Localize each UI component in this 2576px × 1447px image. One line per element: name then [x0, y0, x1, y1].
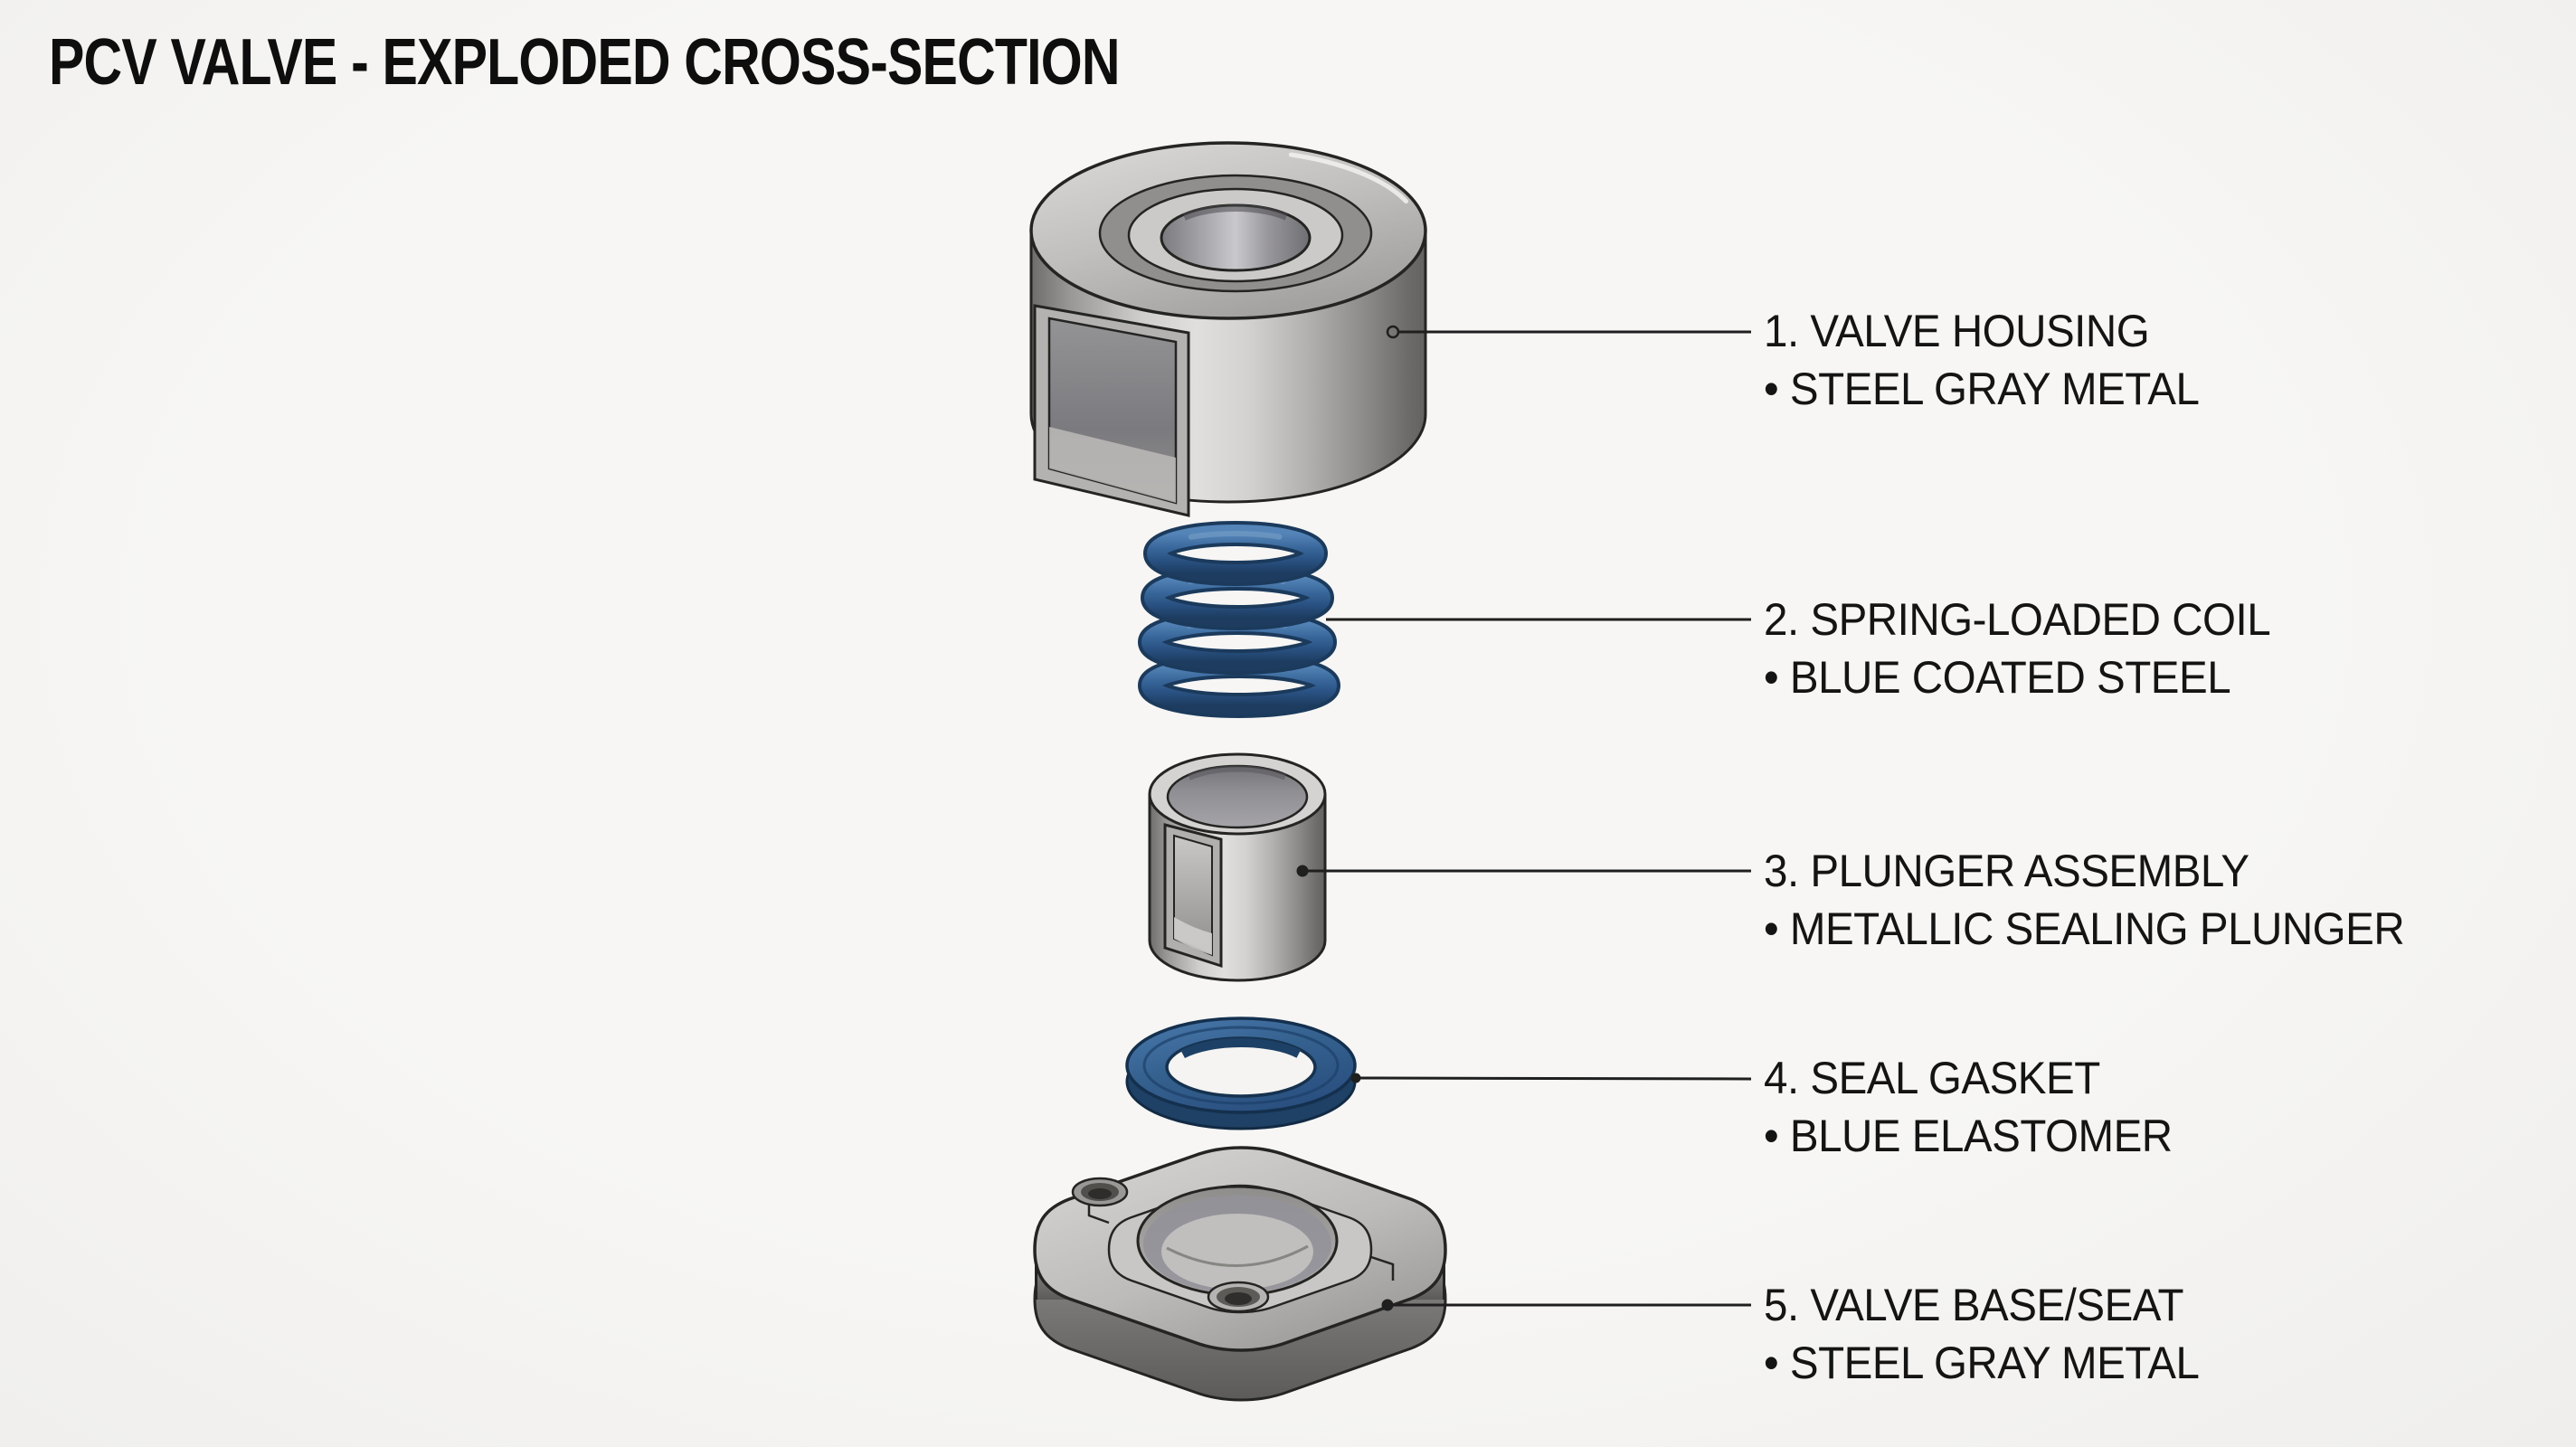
gasket-hole-wall [1164, 1038, 1318, 1103]
part-label-4: 4. SEAL GASKET • BLUE ELASTOMER [1764, 1049, 2173, 1165]
part-label-3: 3. PLUNGER ASSEMBLY • METALLIC SEALING P… [1764, 842, 2405, 958]
valve-housing-illustration [1029, 141, 1427, 517]
leader-dot-3 [1296, 865, 1309, 877]
leader-dot-5 [1381, 1299, 1394, 1311]
plunger-assembly-illustration [1148, 752, 1327, 982]
part-label-2: 2. SPRING-LOADED COIL • BLUE COATED STEE… [1764, 591, 2271, 706]
valve-base-illustration [1033, 1146, 1447, 1402]
plunger-window-floor [1174, 917, 1212, 955]
gasket-groove-ring [1142, 1026, 1340, 1105]
base-rim-step-right [1370, 1255, 1395, 1281]
spring-ring [1143, 521, 1328, 586]
plunger-bore-shadow [1164, 765, 1311, 834]
part-label-material: • STEEL GRAY METAL [1764, 1338, 2200, 1388]
seal-gasket-illustration [1125, 1017, 1357, 1130]
part-label-title: 2. SPRING-LOADED COIL [1764, 594, 2271, 645]
part-label-5: 5. VALVE BASE/SEAT • STEEL GRAY METAL [1764, 1276, 2200, 1392]
part-label-material: • METALLIC SEALING PLUNGER [1764, 903, 2405, 954]
part-label-material: • BLUE COATED STEEL [1764, 652, 2231, 703]
base-bolt-hole-upper [1071, 1177, 1129, 1207]
leader-dot-4 [1350, 1073, 1361, 1083]
base-rim-step-left [1087, 1201, 1110, 1225]
leader-line-4 [1359, 1076, 1752, 1081]
base-recess-floor [1161, 1214, 1313, 1290]
spring-coil-illustration [1138, 521, 1340, 718]
part-label-title: 4. SEAL GASKET [1764, 1053, 2100, 1103]
housing-bore-shadow [1158, 204, 1313, 277]
part-label-title: 1. VALVE HOUSING [1764, 306, 2150, 356]
base-bolt-hole-lower [1207, 1281, 1270, 1313]
housing-cutout-floor [1049, 427, 1176, 503]
part-label-material: • STEEL GRAY METAL [1764, 364, 2200, 414]
diagram-title: PCV VALVE - EXPLODED CROSS-SECTION [49, 26, 1121, 99]
part-label-title: 5. VALVE BASE/SEAT [1764, 1280, 2184, 1330]
leader-dot-1 [1386, 325, 1400, 339]
leader-lines [1296, 325, 1752, 1311]
part-label-title: 3. PLUNGER ASSEMBLY [1764, 846, 2249, 896]
base-recess-floor-curve [1166, 1244, 1309, 1267]
part-label-1: 1. VALVE HOUSING • STEEL GRAY METAL [1764, 302, 2200, 418]
part-label-material: • BLUE ELASTOMER [1764, 1111, 2173, 1161]
